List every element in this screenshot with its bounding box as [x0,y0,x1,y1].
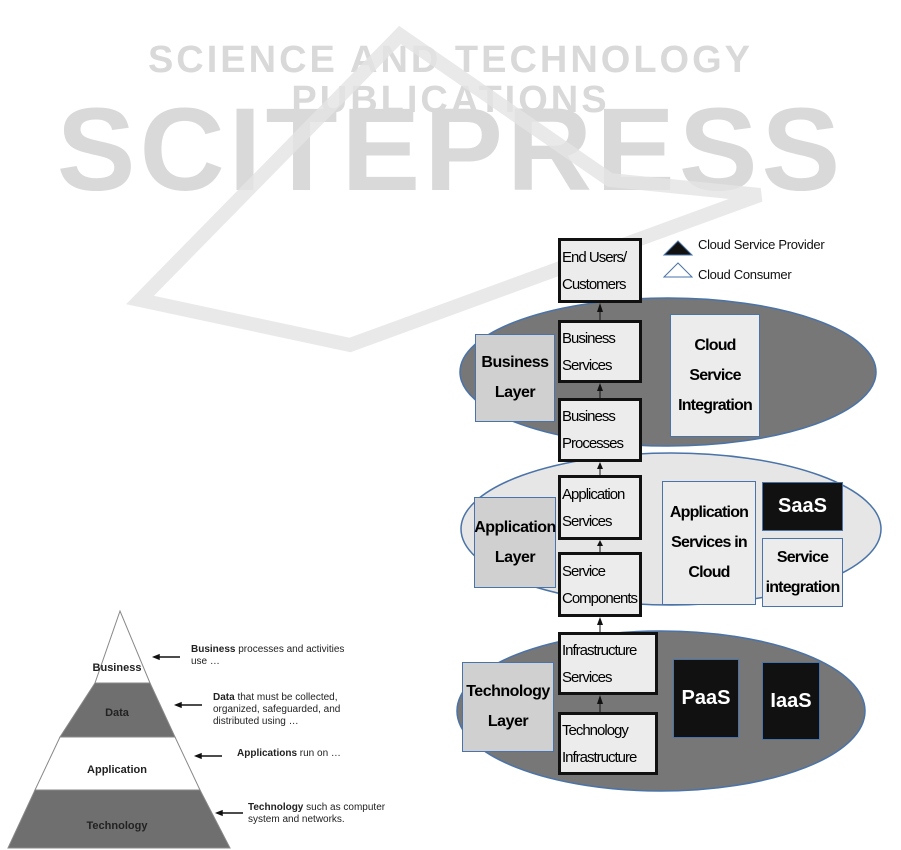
legend-consumer: Cloud Consumer [698,267,792,282]
stack-arrows [597,303,603,712]
pyramid-label-business: Business [92,662,142,674]
pyramid-desc-business: Business processes and activities use … [191,644,345,667]
pyramid-desc-technology: Technology such as computer system and n… [248,802,386,825]
pyramid-arrows [151,653,243,817]
stack-business-processes: Business Processes [558,398,642,462]
stack-business-services: Business Services [558,320,642,383]
pyramid-desc-application: Applications run on … [237,748,341,759]
pyramid-label-application: Application [87,764,147,776]
stack-application-services: Application Services [558,475,642,540]
service-integration-box: Service integration [762,538,843,607]
consumer-triangle-icon [662,262,694,278]
provider-triangle-icon [662,240,694,256]
stack-service-components: Service Components [558,552,642,617]
pyramid-label-technology: Technology [86,820,148,832]
pyramid-technology [7,789,231,849]
stack-infrastructure-services: Infrastructure Services [558,632,658,695]
legend-provider: Cloud Service Provider [698,237,825,252]
stack-technology-infrastructure: Technology Infrastructure [558,712,658,775]
paas-box: PaaS [673,659,739,738]
technology-layer-box: Technology Layer [462,662,554,752]
iaas-box: IaaS [762,662,820,740]
stack-end-users: End Users/ Customers [558,238,642,303]
cloud-service-integration-box: Cloud Service Integration [670,314,760,437]
pyramid-desc-data: Data that must be collected, organized, … [213,692,341,727]
application-layer-box: Application Layer [474,497,556,588]
saas-box: SaaS [762,482,843,531]
pyramid-label-data: Data [105,707,129,719]
application-services-cloud-box: Application Services in Cloud [662,481,756,605]
business-layer-box: Business Layer [475,334,555,422]
